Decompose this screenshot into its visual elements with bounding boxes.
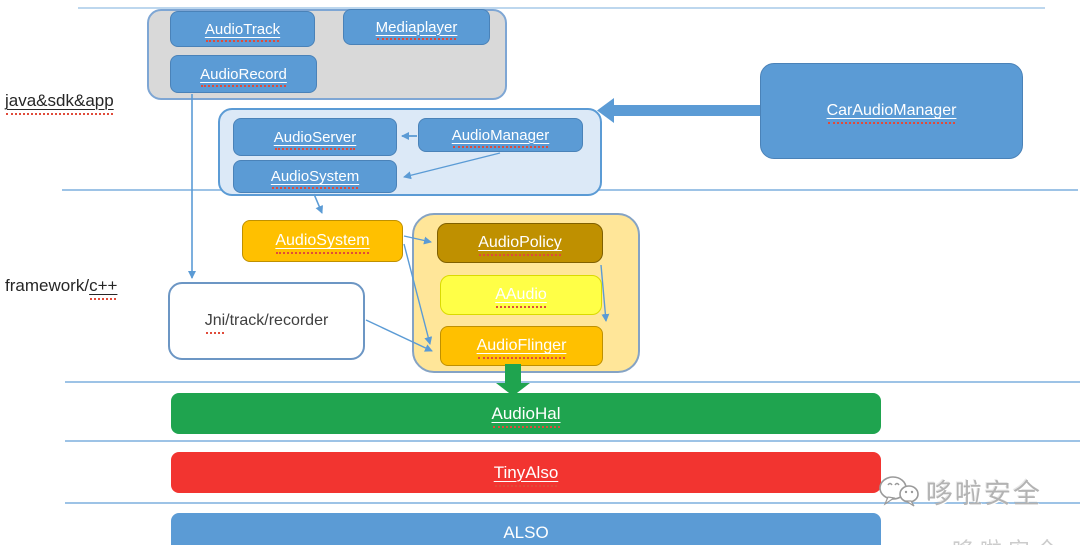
- watermark-text: 哆啦安全: [926, 479, 1042, 509]
- label-java-sdk-app: java&sdk&app: [5, 91, 114, 115]
- node-audioflinger: AudioFlinger: [440, 326, 603, 366]
- watermark-cutoff-text: 哆啦安全: [952, 533, 1064, 545]
- node-audioserver: AudioServer: [233, 118, 397, 156]
- node-audiosystem-native: AudioSystem: [242, 220, 403, 262]
- node-audiomanager: AudioManager: [418, 118, 583, 152]
- label-framework-cpp: framework/c++: [5, 276, 118, 300]
- node-audiosystem-java: AudioSystem: [233, 160, 397, 193]
- layer-divider-hal: [65, 381, 1080, 383]
- node-mediaplayer: Mediaplayer: [343, 9, 490, 45]
- layer-divider-top: [78, 7, 1045, 9]
- wechat-bubbles-icon: [879, 475, 919, 507]
- arrow-caraudiomanager-to-framework: [597, 98, 760, 123]
- node-audiopolicy: AudioPolicy: [437, 223, 603, 263]
- watermark: 哆啦安全: [878, 472, 1042, 511]
- node-jni-track-recorder: Jni/track/recorder: [168, 282, 365, 360]
- arrow-audiosystemjava-to-native: [313, 193, 323, 214]
- bar-audiohal: AudioHal: [171, 393, 881, 434]
- node-audiotrack: AudioTrack: [170, 11, 315, 47]
- layer-divider-tinyalso: [65, 440, 1080, 442]
- node-aaudio: AAudio: [440, 275, 602, 315]
- label-java-sdk-app-text: java&sdk&app: [5, 91, 114, 115]
- bar-also: ALSO: [171, 513, 881, 545]
- node-caraudiomanager: CarAudioManager: [760, 63, 1023, 159]
- layer-divider-also: [65, 502, 1080, 504]
- bar-tinyalso: TinyAlso: [171, 452, 881, 493]
- node-audiorecord: AudioRecord: [170, 55, 317, 93]
